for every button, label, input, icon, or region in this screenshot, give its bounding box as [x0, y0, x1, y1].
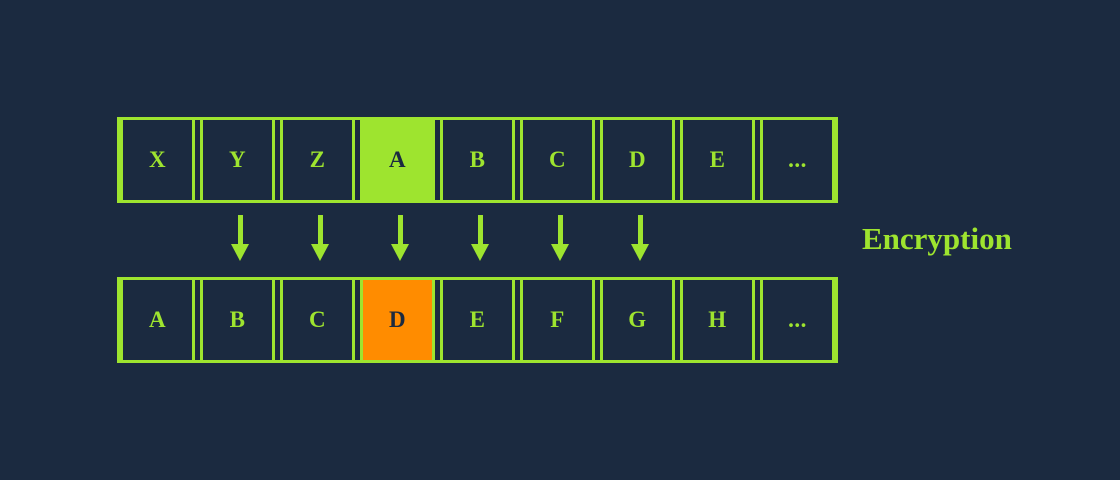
plain-cell: B: [440, 120, 515, 200]
plain-cell: E: [680, 120, 755, 200]
cipher-cell: G: [600, 280, 675, 360]
cipher-cell: F: [520, 280, 595, 360]
down-arrow-icon: [471, 215, 489, 263]
cipher-cell: E: [440, 280, 515, 360]
plain-cell-highlighted: A: [360, 120, 435, 200]
ciphertext-row: A B C D E F G H ...: [117, 277, 838, 363]
plaintext-row: X Y Z A B C D E ...: [117, 117, 838, 203]
cipher-cell: H: [680, 280, 755, 360]
cipher-cell: A: [120, 280, 195, 360]
down-arrow-icon: [231, 215, 249, 263]
plain-cell: Y: [200, 120, 275, 200]
down-arrow-icon: [391, 215, 409, 263]
plain-cell-ellipsis: ...: [760, 120, 835, 200]
down-arrow-icon: [631, 215, 649, 263]
encryption-label: Encryption: [862, 221, 1012, 256]
plain-cell: X: [120, 120, 195, 200]
cipher-cell: B: [200, 280, 275, 360]
plain-cell: D: [600, 120, 675, 200]
cipher-cell-highlighted: D: [360, 280, 435, 360]
plain-cell: C: [520, 120, 595, 200]
down-arrow-icon: [311, 215, 329, 263]
cipher-cell: C: [280, 280, 355, 360]
plain-cell: Z: [280, 120, 355, 200]
cipher-cell-ellipsis: ...: [760, 280, 835, 360]
down-arrow-icon: [551, 215, 569, 263]
